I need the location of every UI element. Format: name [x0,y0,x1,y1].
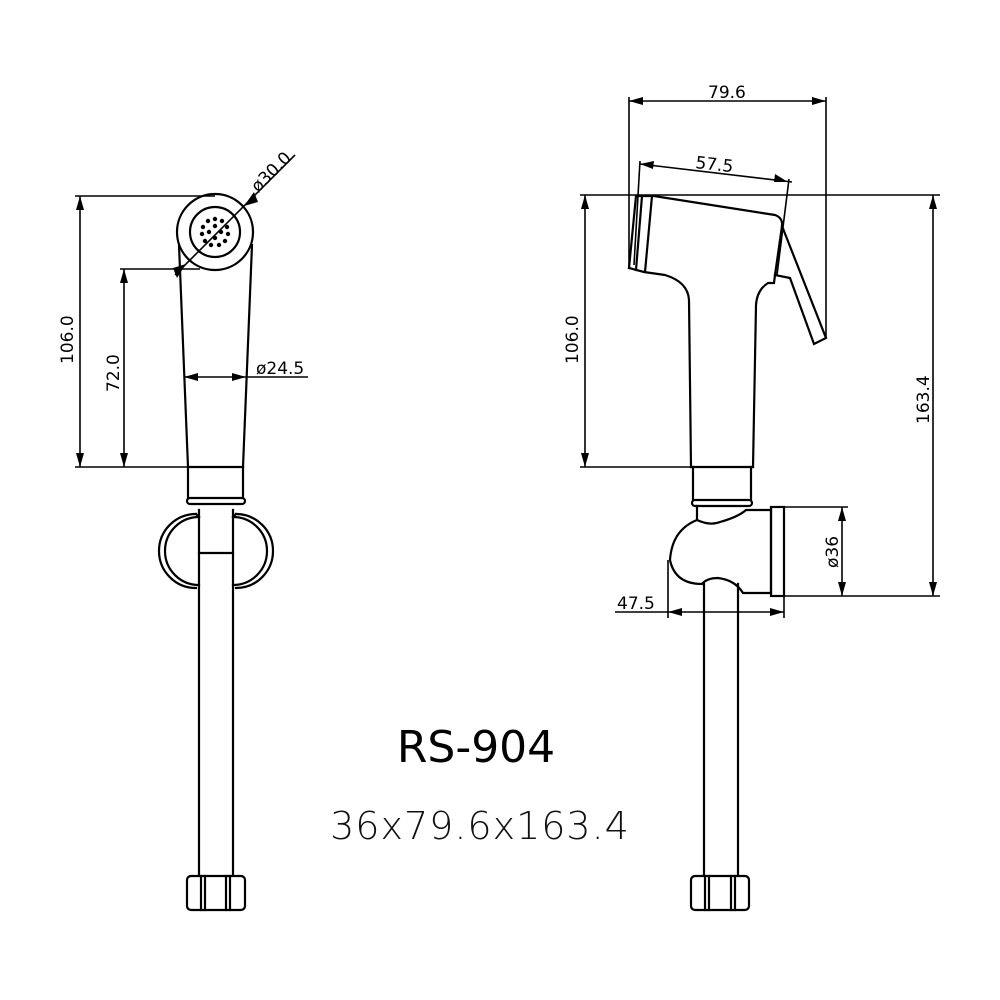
dim-handle-height: 72.0 [104,354,124,392]
spray-nozzle-holes [199,216,231,248]
side-view: 79.6 57.5 106.0 163.4 ø36 47. [563,83,940,912]
dim-side-handle-height: 106.0 [563,315,583,364]
front-view: ø30.0 106.0 72.0 ø24.5 [58,148,308,912]
dim-holder-diameter: ø36 [823,536,843,568]
hex-nut-side [689,874,751,912]
hex-nut [185,874,247,912]
dim-head-diameter: ø30.0 [247,148,295,196]
model-number: RS-904 [396,722,556,773]
dim-total-height: 163.4 [914,375,934,424]
dim-handle-diameter: ø24.5 [256,359,304,379]
dim-total-height: 106.0 [58,315,78,364]
dim-head-length: 57.5 [694,153,734,177]
dim-width: 79.6 [708,83,746,103]
dim-holder-depth: 47.5 [617,594,655,614]
spray-head-outer [175,192,255,272]
overall-size: 36x79.6x163.4 [330,804,630,848]
spray-head-inner [188,205,242,259]
